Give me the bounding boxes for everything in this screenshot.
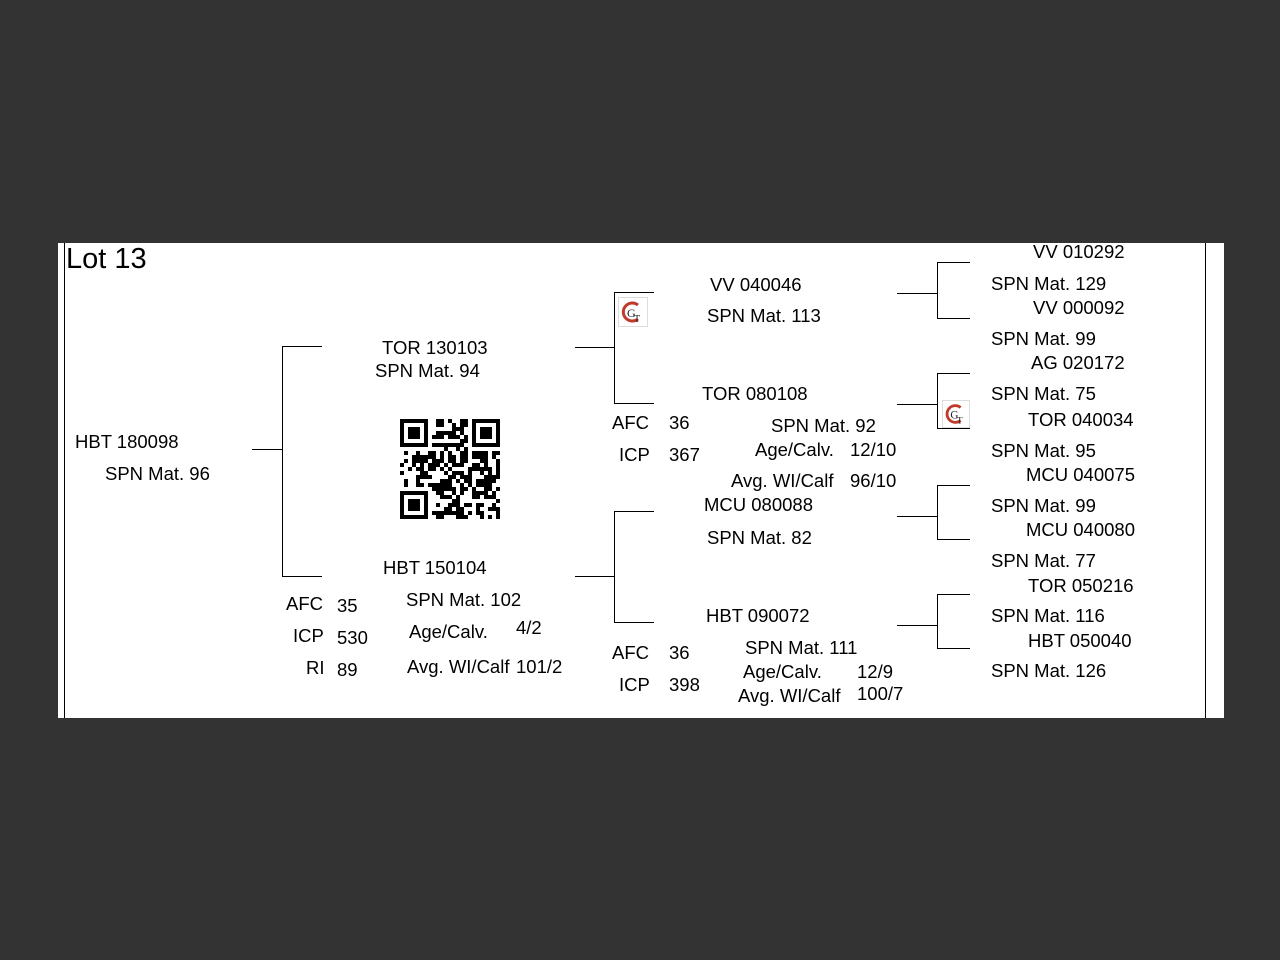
- ggp-2-spn: SPN Mat. 99: [991, 328, 1096, 349]
- lot-title: Lot 13: [66, 243, 147, 275]
- dam-avg-wi-label: Avg. WI/Calf: [407, 656, 510, 677]
- left-border: [64, 243, 65, 718]
- gt-logo-icon: G T: [618, 297, 648, 327]
- dam-connector: [282, 576, 322, 577]
- sd-top: [937, 373, 970, 374]
- sire-dam-icp-value: 367: [669, 444, 700, 465]
- sire-sire-spn: SPN Mat. 113: [707, 305, 821, 326]
- sire-id: TOR 130103: [382, 337, 488, 358]
- dam-dam-avg-wi-label: Avg. WI/Calf: [738, 685, 841, 706]
- sire-dam-avg-wi-value: 96/10: [850, 470, 897, 491]
- svg-text:T: T: [957, 416, 963, 426]
- dd-top: [937, 594, 970, 595]
- svg-text:G: G: [950, 410, 958, 422]
- dam-sire-connector: [614, 511, 654, 512]
- svg-text:G: G: [627, 306, 636, 320]
- sire-dam-avg-wi-label: Avg. WI/Calf: [731, 470, 834, 491]
- ggp-8-id: HBT 050040: [1028, 630, 1132, 651]
- ds-stub: [897, 516, 937, 517]
- ggp-1-id: VV 010292: [1033, 243, 1125, 262]
- qr-code-icon: [400, 419, 500, 519]
- sire-dam-age-calv-value: 12/10: [850, 439, 897, 460]
- sire-dam-icp-label: ICP: [619, 444, 650, 465]
- sire-sire-id: VV 040046: [710, 274, 802, 295]
- ggp-1-spn: SPN Mat. 129: [991, 273, 1107, 294]
- sire-stub: [575, 347, 615, 348]
- dam-sire-spn: SPN Mat. 82: [707, 527, 812, 548]
- sire-dam-id: TOR 080108: [702, 383, 808, 404]
- sire-connector: [282, 346, 322, 347]
- dam-dam-connector: [614, 622, 654, 623]
- dam-icp-value: 530: [337, 627, 368, 648]
- dam-dam-afc-label: AFC: [612, 642, 649, 663]
- dam-icp-label: ICP: [293, 625, 324, 646]
- dam-avg-wi-value: 101/2: [516, 656, 563, 677]
- animal-id: HBT 180098: [75, 431, 179, 452]
- ss-bottom: [937, 318, 970, 319]
- dam-afc-value: 35: [337, 595, 358, 616]
- ds-bracket: [937, 485, 938, 539]
- ggp-4-spn: SPN Mat. 95: [991, 440, 1096, 461]
- dam-sire-id: MCU 080088: [704, 494, 814, 515]
- ggp-6-spn: SPN Mat. 77: [991, 550, 1096, 571]
- ggp-6-id: MCU 040080: [1026, 519, 1136, 540]
- dam-dam-id: HBT 090072: [706, 605, 810, 626]
- dam-dam-afc-value: 36: [669, 642, 690, 663]
- ss-bracket: [937, 262, 938, 318]
- ggp-2-id: VV 000092: [1033, 297, 1125, 318]
- sd-stub: [897, 404, 937, 405]
- dd-bottom: [937, 648, 970, 649]
- ggp-7-spn: SPN Mat. 116: [991, 605, 1105, 626]
- dam-dam-icp-label: ICP: [619, 674, 650, 695]
- dam-dam-age-calv-label: Age/Calv.: [743, 661, 822, 682]
- sire-dam-spn: SPN Mat. 92: [771, 415, 876, 436]
- ggp-3-id: AG 020172: [1031, 352, 1125, 373]
- sire-spn: SPN Mat. 94: [375, 360, 480, 381]
- right-border: [1205, 243, 1206, 718]
- pedigree-sheet: Lot 13 G T G T HBT: [58, 243, 1224, 718]
- sd-bracket: [937, 373, 938, 428]
- dam-age-calv-value: 4/2: [516, 617, 542, 638]
- dam-dam-age-calv-value: 12/9: [857, 661, 894, 682]
- dam-parents-bracket: [614, 511, 615, 622]
- dam-dam-spn: SPN Mat. 111: [745, 637, 858, 658]
- ggp-4-id: TOR 040034: [1028, 409, 1134, 430]
- sire-dam-afc-label: AFC: [612, 412, 649, 433]
- ds-top: [937, 485, 970, 486]
- animal-connector: [252, 449, 282, 450]
- ggp-7-id: TOR 050216: [1028, 575, 1134, 596]
- sd-bottom: [937, 428, 970, 429]
- ggp-3-spn: SPN Mat. 75: [991, 383, 1096, 404]
- dam-stub: [575, 576, 615, 577]
- ss-stub: [897, 293, 937, 294]
- sire-dam-age-calv-label: Age/Calv.: [755, 439, 834, 460]
- svg-text:T: T: [634, 314, 640, 325]
- dam-ri-value: 89: [337, 659, 358, 680]
- dam-age-calv-label: Age/Calv.: [409, 621, 488, 642]
- ds-bottom: [937, 539, 970, 540]
- sire-dam-afc-value: 36: [669, 412, 690, 433]
- dam-dam-avg-wi-value: 100/7: [857, 683, 904, 704]
- ggp-5-spn: SPN Mat. 99: [991, 495, 1096, 516]
- dd-stub: [897, 625, 937, 626]
- ss-top: [937, 262, 970, 263]
- dd-bracket: [937, 594, 938, 648]
- sire-sire-connector: [614, 292, 654, 293]
- ggp-8-spn: SPN Mat. 126: [991, 660, 1107, 681]
- dam-spn: SPN Mat. 102: [406, 589, 522, 610]
- gt-logo-icon: G T: [942, 400, 970, 428]
- sire-dam-connector: [614, 403, 654, 404]
- dam-dam-icp-value: 398: [669, 674, 700, 695]
- dam-afc-label: AFC: [286, 593, 323, 614]
- dam-ri-label: RI: [306, 657, 325, 678]
- sire-parents-bracket: [614, 292, 615, 403]
- animal-spn: SPN Mat. 96: [105, 463, 210, 484]
- dam-id: HBT 150104: [383, 557, 487, 578]
- parents-bracket: [282, 346, 283, 576]
- ggp-5-id: MCU 040075: [1026, 464, 1136, 485]
